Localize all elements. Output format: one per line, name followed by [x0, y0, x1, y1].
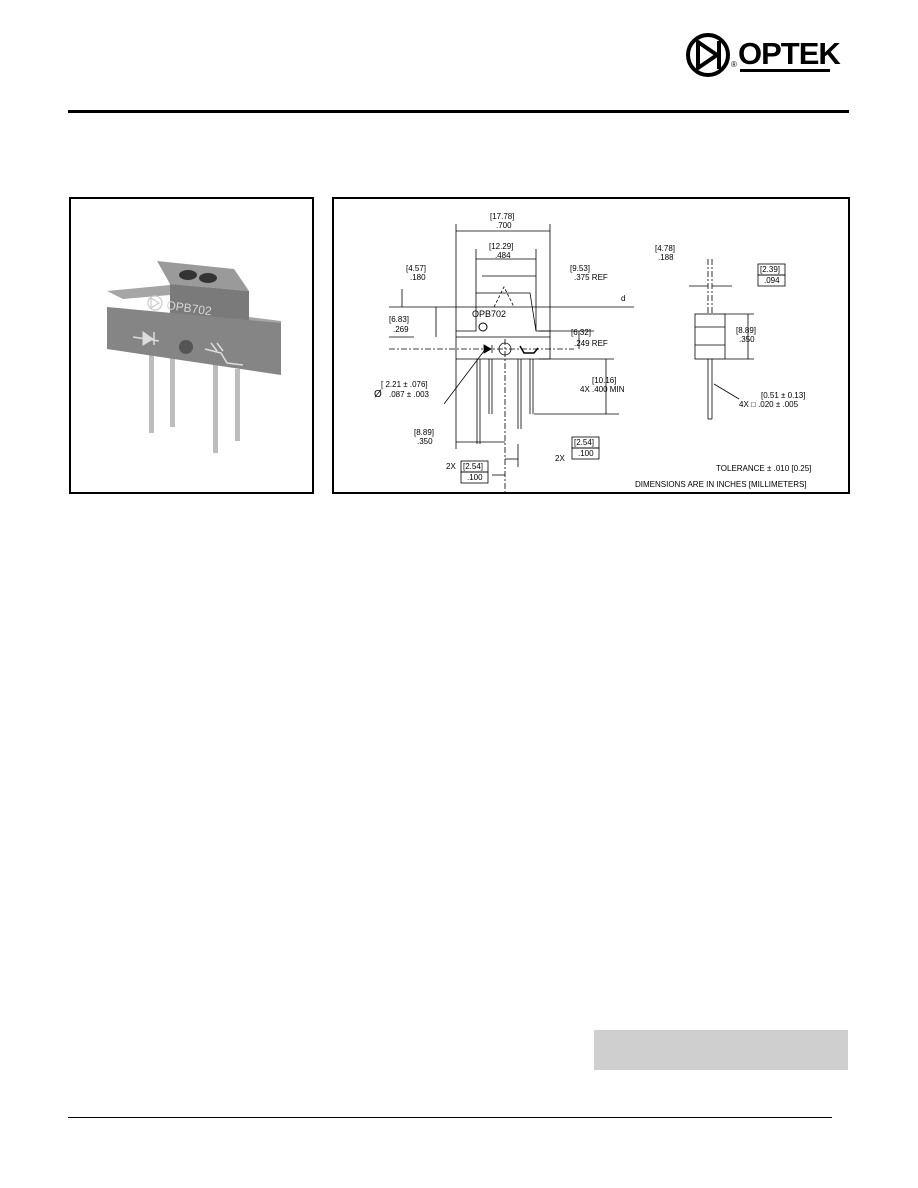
hole-mm: [ 2.21 ± .076] — [381, 380, 428, 389]
pin-offset-mm: [8.89] — [414, 428, 434, 437]
side-right-mm: [2.39] — [760, 265, 780, 274]
step-height-mm: [4.57] — [406, 264, 426, 273]
side-right-in: .094 — [764, 276, 780, 285]
outline-drawing: OPB702 [17.78] .700 [12.29] .484 [4.57] … — [374, 212, 811, 492]
pin-square-mm: [0.51 ± 0.13] — [761, 391, 805, 400]
lead-length-mm: [10.16] — [592, 376, 616, 385]
step-height-in: .180 — [410, 273, 426, 282]
product-photo: OPB702 — [107, 261, 281, 453]
ref-375-mm: [9.53] — [570, 264, 590, 273]
drawing-part-marking: OPB702 — [472, 309, 506, 319]
body-height-mm: [6.83] — [389, 315, 409, 324]
optek-logo: ® OPTEK — [684, 30, 841, 80]
inner-width-mm: [12.29] — [489, 242, 513, 251]
pitch-a-in: .100 — [467, 473, 483, 482]
optek-mark-icon — [147, 295, 163, 311]
pin-offset-in: .350 — [417, 437, 433, 446]
lead-length-in: 4X .400 MIN — [580, 385, 625, 394]
front-view-outline — [455, 292, 551, 338]
lead-2 — [170, 355, 175, 427]
body-top-left — [107, 285, 170, 299]
brand-name: OPTEK — [738, 36, 841, 71]
footer-rule — [68, 1117, 832, 1118]
ref-249-in: .249 REF — [574, 339, 608, 348]
overall-width-in: .700 — [496, 221, 512, 230]
brand-underline — [740, 69, 830, 72]
optek-diode-logo-icon — [686, 33, 730, 77]
hole-in: .087 ± .003 — [389, 390, 430, 399]
d-label: d — [621, 294, 625, 303]
registered-mark: ® — [731, 60, 737, 69]
pitch-a-count: 2X — [446, 462, 456, 471]
header-rule — [68, 110, 849, 113]
front-diode-symbol-icon — [483, 344, 493, 354]
pin-square-in: 4X □ .020 ± .005 — [739, 400, 799, 409]
side-body-in: .350 — [739, 335, 755, 344]
side-top-mm: [4.78] — [655, 244, 675, 253]
side-view-body — [694, 313, 726, 360]
side-top-in: .188 — [658, 253, 674, 262]
mounting-hole — [179, 340, 193, 354]
side-body-mm: [8.89] — [736, 326, 756, 335]
front-transistor-symbol-icon — [519, 345, 539, 354]
pitch-b-in: .100 — [578, 449, 594, 458]
pitch-b-count: 2X — [555, 454, 565, 463]
body-height-in: .269 — [393, 325, 409, 334]
tolerance-note: TOLERANCE ± .010 [0.25] — [716, 464, 811, 473]
ref-375-in: .375 REF — [574, 273, 608, 282]
lead-3 — [213, 361, 218, 453]
diode-marking-icon — [132, 331, 160, 346]
inner-width-in: .484 — [495, 251, 511, 260]
pitch-b-mm: [2.54] — [574, 438, 594, 447]
pitch-a-mm: [2.54] — [463, 462, 483, 471]
outline-drawing-frame: OPB702 [17.78] .700 [12.29] .484 [4.57] … — [332, 197, 850, 494]
photo-part-marking: OPB702 — [166, 298, 213, 318]
gray-panel — [594, 1030, 848, 1070]
units-note: DIMENSIONS ARE IN INCHES [MILLIMETERS] — [635, 480, 807, 489]
ref-249-mm: [6.32] — [571, 328, 591, 337]
aperture-1 — [179, 270, 197, 280]
product-photo-frame: OPB702 — [69, 197, 314, 494]
lead-4 — [235, 369, 240, 441]
aperture-2 — [199, 273, 217, 283]
front-optek-mark-icon — [478, 322, 488, 332]
lead-1 — [149, 347, 154, 433]
overall-width-mm: [17.78] — [490, 212, 514, 221]
hole-symbol: Ø — [374, 389, 382, 400]
body-front — [107, 307, 281, 375]
transistor-marking-icon — [204, 342, 244, 366]
